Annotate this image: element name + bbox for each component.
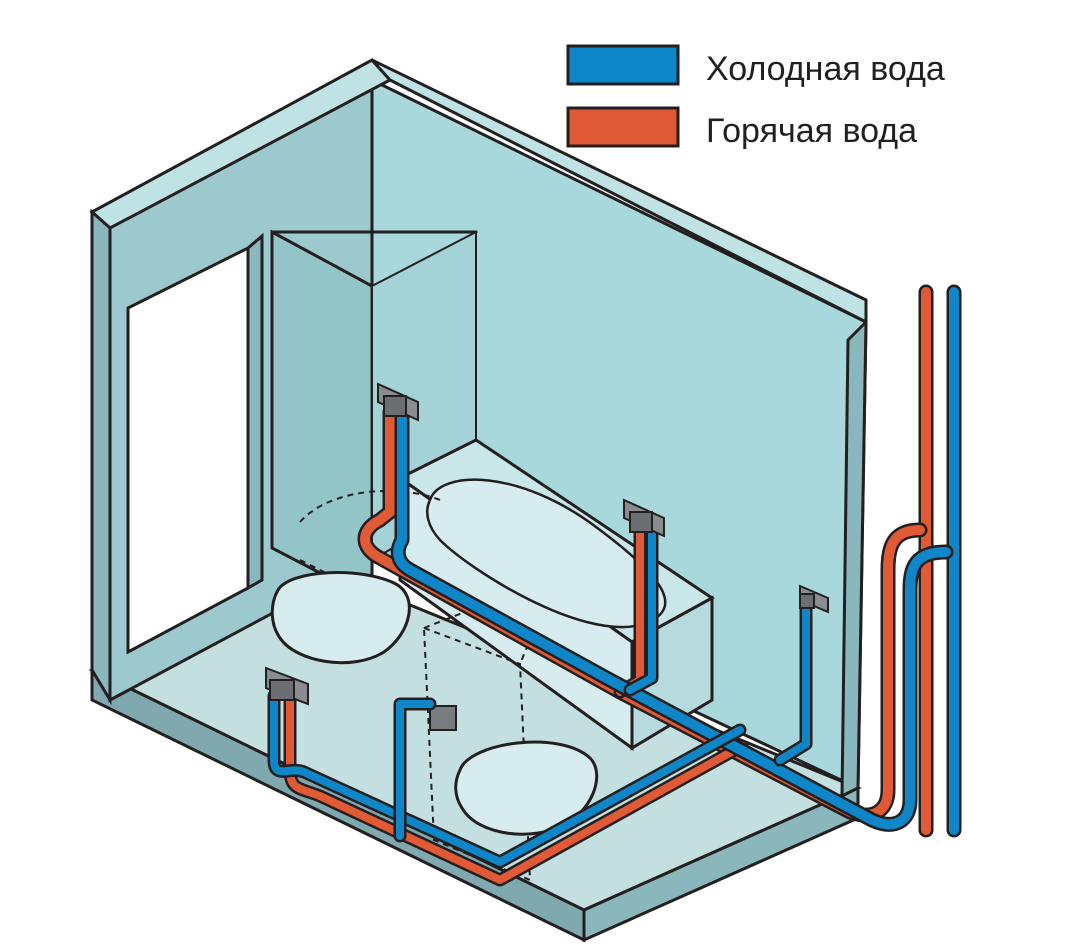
washbasin <box>270 571 411 665</box>
wall-end-right <box>840 318 868 799</box>
pipe-outlet-icon <box>623 498 665 538</box>
washbasin-bowl <box>270 571 411 665</box>
pipe-outlet-icon <box>265 666 309 706</box>
legend-label-cold: Холодная вода <box>706 50 945 88</box>
door-opening <box>126 245 250 655</box>
partition-wall <box>270 229 374 603</box>
cold-toilet-branch <box>396 700 434 840</box>
pipe-outlet-icon <box>799 584 829 614</box>
cold-bath-branch <box>626 526 656 694</box>
cold-main <box>393 407 951 830</box>
cold-front-branch <box>270 692 744 866</box>
door-jamb <box>246 232 264 591</box>
hot-water-swatch-icon <box>566 106 680 148</box>
cold-wall-branch <box>776 600 810 764</box>
outlets <box>265 382 829 706</box>
cold-water-swatch-icon <box>566 44 680 86</box>
legend: Холодная вода Горячая вода <box>566 44 945 150</box>
legend-label-hot: Горячая вода <box>706 112 917 150</box>
pipes <box>267 284 962 887</box>
toilet-flush-box <box>429 705 457 731</box>
pipe-outlet-icon <box>377 382 419 422</box>
wall-edge-left <box>90 208 112 706</box>
